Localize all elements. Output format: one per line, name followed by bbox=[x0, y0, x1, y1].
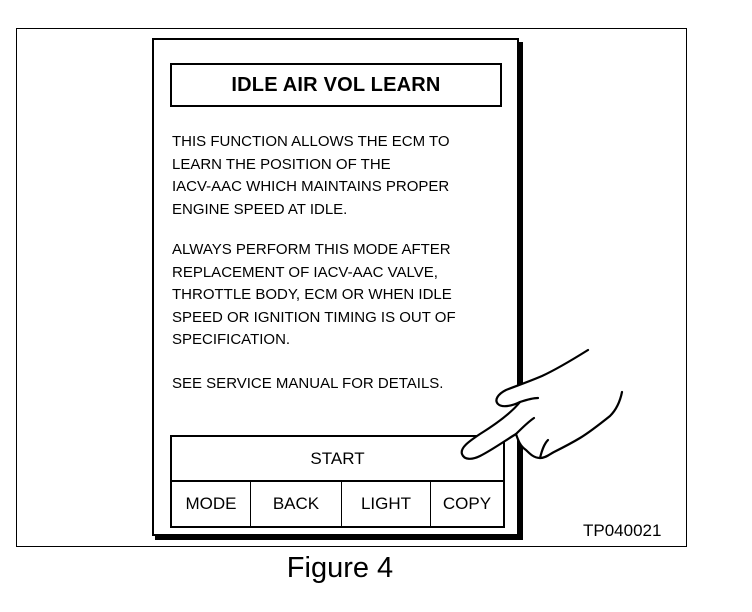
back-button[interactable]: BACK bbox=[251, 482, 342, 526]
copy-button[interactable]: COPY bbox=[442, 494, 492, 513]
function-key-row: MODE BACK LIGHT COPY bbox=[170, 480, 505, 528]
mode-button[interactable]: MODE bbox=[172, 482, 251, 526]
service-manual-note: SEE SERVICE MANUAL FOR DETAILS. bbox=[172, 375, 444, 392]
figure-code: TP040021 bbox=[583, 521, 662, 540]
usage-instructions: ALWAYS PERFORM THIS MODE AFTER REPLACEME… bbox=[172, 241, 456, 348]
light-button[interactable]: LIGHT bbox=[342, 482, 431, 526]
figure-frame bbox=[16, 28, 687, 547]
figure-caption: Figure 4 bbox=[286, 552, 394, 584]
screen-title: IDLE AIR VOL LEARN bbox=[170, 63, 502, 107]
pointing-hand-icon bbox=[460, 348, 624, 460]
start-button[interactable]: START bbox=[170, 435, 505, 482]
function-description: THIS FUNCTION ALLOWS THE ECM TO LEARN TH… bbox=[172, 133, 450, 218]
